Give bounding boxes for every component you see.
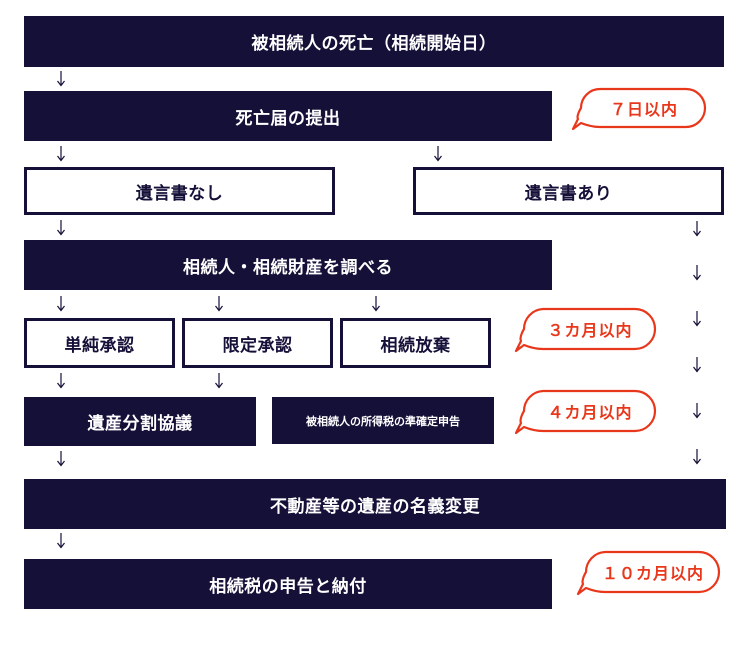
step-income-tax-filing: 被相続人の所得税の準確定申告 — [272, 397, 494, 444]
step-investigate: 相続人・相続財産を調べる — [24, 240, 552, 290]
step-division-label: 遺産分割協議 — [87, 414, 193, 434]
arrow-down-icon — [693, 221, 701, 237]
step-death-report: 死亡届の提出 — [24, 91, 552, 141]
arrow-down-icon — [57, 146, 65, 162]
arrow-down-icon — [57, 220, 65, 236]
deadline-bubble-4months — [514, 389, 657, 435]
step-inheritance-tax: 相続税の申告と納付 — [24, 559, 552, 609]
step-no-will-label: 遺言書なし — [135, 183, 224, 204]
step-limited-acceptance-label: 限定承認 — [222, 335, 293, 356]
step-simple-acceptance: 単純承認 — [24, 318, 175, 368]
deadline-10months: １０カ月以内 — [601, 564, 704, 583]
arrow-down-icon — [57, 451, 65, 467]
arrow-down-icon — [434, 146, 442, 162]
arrow-down-icon — [693, 357, 701, 373]
step-renunciation-label: 相続放棄 — [380, 335, 451, 356]
step-simple-acceptance-label: 単純承認 — [64, 335, 135, 356]
step-division: 遺産分割協議 — [24, 397, 256, 446]
step-income-tax-filing-label: 被相続人の所得税の準確定申告 — [306, 414, 460, 428]
arrow-down-icon — [693, 265, 701, 281]
step-inheritance-tax-label: 相続税の申告と納付 — [209, 576, 367, 597]
step-has-will-label: 遺言書あり — [524, 183, 613, 204]
step-death: 被相続人の死亡（相続開始日） — [24, 16, 724, 67]
arrow-down-icon — [693, 311, 701, 327]
arrow-down-icon — [693, 403, 701, 419]
step-title-transfer-label: 不動産等の遺産の名義変更 — [270, 496, 480, 517]
deadline-7days: ７日以内 — [609, 100, 678, 119]
deadline-bubble-10months — [576, 550, 721, 596]
arrow-down-icon — [57, 533, 65, 549]
deadline-bubble-7days — [571, 87, 707, 131]
step-death-report-label: 死亡届の提出 — [235, 108, 341, 129]
deadline-4months: ４カ月以内 — [547, 403, 633, 422]
arrow-down-icon — [57, 71, 65, 87]
arrow-down-icon — [215, 373, 223, 389]
arrow-down-icon — [57, 373, 65, 389]
deadline-3months: ３カ月以内 — [547, 321, 633, 340]
step-has-will: 遺言書あり — [413, 167, 724, 215]
deadline-bubble-3months — [514, 307, 657, 353]
step-renunciation: 相続放棄 — [340, 318, 491, 368]
step-death-label: 被相続人の死亡（相続開始日） — [251, 34, 497, 54]
arrow-down-icon — [372, 296, 380, 312]
arrow-down-icon — [57, 296, 65, 312]
step-limited-acceptance: 限定承認 — [182, 318, 333, 368]
step-no-will: 遺言書なし — [24, 167, 335, 215]
arrow-down-icon — [215, 296, 223, 312]
arrow-down-icon — [693, 449, 701, 465]
step-title-transfer: 不動産等の遺産の名義変更 — [24, 479, 726, 529]
step-investigate-label: 相続人・相続財産を調べる — [183, 257, 393, 278]
